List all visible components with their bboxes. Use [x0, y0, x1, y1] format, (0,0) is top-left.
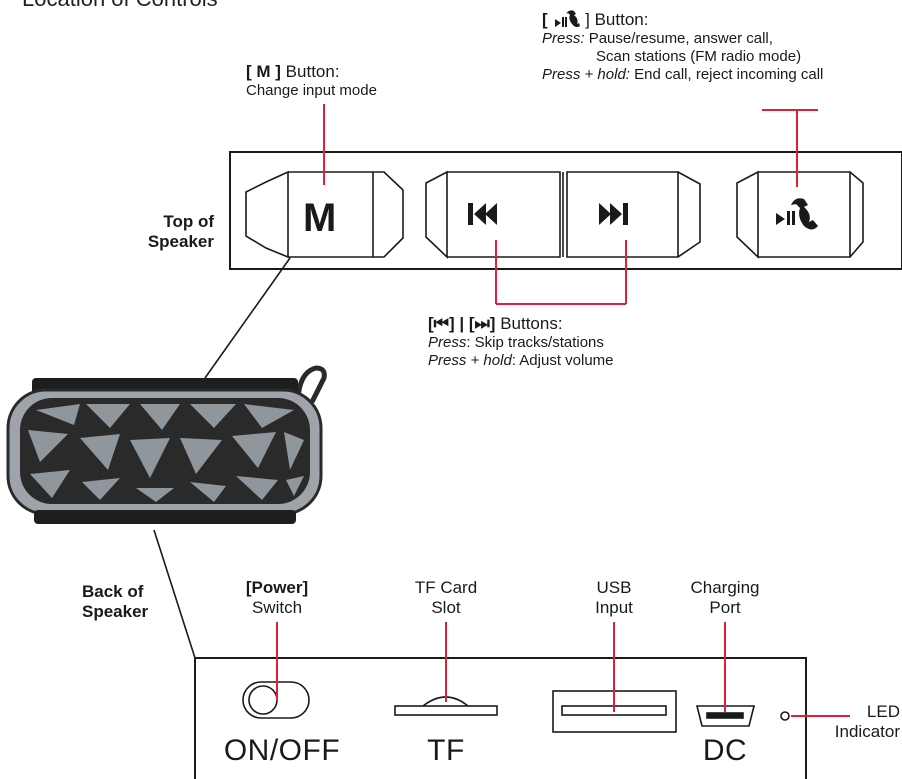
back-label-line1: Back of	[82, 582, 144, 601]
tf-card-callout: TF Card Slot	[415, 578, 477, 619]
usb-line1: USB	[596, 578, 632, 597]
m-key	[245, 170, 404, 259]
power-name: [Power]	[245, 578, 309, 597]
top-of-speaker-label: Top of Speaker	[130, 212, 214, 253]
call-button-suffix: ] Button:	[585, 10, 649, 29]
prev-icon	[468, 203, 497, 225]
m-button-suffix: Button:	[285, 62, 340, 81]
back-of-speaker-label: Back of Speaker	[82, 582, 164, 623]
call-hold-text: End call, reject incoming call	[634, 66, 824, 84]
call-press-line1: Pause/resume, answer call,	[588, 30, 773, 48]
charging-line1: Charging	[690, 578, 760, 597]
play-pause-call-icon	[776, 198, 818, 230]
on-off-text: ON/OFF	[223, 734, 341, 767]
back-label-line2: Speaker	[82, 602, 149, 622]
skip-buttons-suffix: Buttons:	[500, 314, 563, 333]
led-line1: LED	[866, 702, 900, 721]
skip-hold-label: Press + hold	[428, 352, 512, 370]
top-label-line1: Top of	[163, 212, 214, 231]
call-hold-label: Press + hold:	[542, 66, 630, 84]
call-key	[736, 170, 864, 259]
power-switch-callout: [Power] Switch	[246, 578, 308, 619]
skip-press-text: : Skip tracks/stations	[466, 334, 604, 352]
page-title: Location of Controls	[22, 0, 218, 12]
m-button-name: [ M ]	[246, 62, 281, 81]
skip-hold-text: : Adjust volume	[511, 352, 614, 370]
dc-text: DC	[702, 734, 748, 767]
next-icon	[599, 203, 628, 225]
skip-buttons-callout: [⏮] | [⏭] Buttons: Press: Skip tracks/st…	[428, 314, 614, 370]
power-line2: Switch	[251, 598, 303, 618]
tf-line1: TF Card	[414, 578, 478, 597]
next-key	[562, 171, 701, 258]
led-line2: Indicator	[834, 722, 900, 742]
speaker-illustration	[6, 365, 327, 524]
call-button-callout: [ ] Button: Press: Pause/resume, answer …	[542, 10, 823, 84]
charging-line2: Port	[709, 598, 741, 618]
prev-key	[425, 170, 561, 259]
m-button-callout: [ M ] Button: Change input mode	[246, 62, 377, 100]
back-callouts	[276, 622, 850, 717]
dc-port-icon	[695, 705, 756, 727]
call-button-bracket: [	[542, 10, 548, 29]
top-panel	[229, 151, 902, 270]
led-indicator-icon	[780, 711, 790, 721]
m-button-desc: Change input mode	[246, 82, 377, 100]
tf-line2: Slot	[431, 598, 461, 618]
skip-buttons-name: [⏮] | [⏭]	[428, 314, 496, 333]
charging-port-callout: Charging Port	[691, 578, 760, 619]
call-press-label: Press:	[542, 30, 585, 48]
tf-text: TF	[427, 734, 465, 767]
back-panel	[194, 657, 807, 779]
pointer-lines	[153, 257, 291, 659]
play-pause-call-icon-small	[555, 10, 581, 28]
top-callouts	[323, 104, 818, 305]
led-indicator-callout: LED Indicator	[820, 702, 900, 743]
call-press-line2: Scan stations (FM radio mode)	[596, 48, 802, 66]
m-key-label: M	[303, 196, 337, 240]
usb-input-callout: USB Input	[595, 578, 633, 619]
skip-press-label: Press	[428, 334, 467, 352]
top-label-line2: Speaker	[147, 232, 214, 252]
usb-line2: Input	[595, 598, 633, 618]
